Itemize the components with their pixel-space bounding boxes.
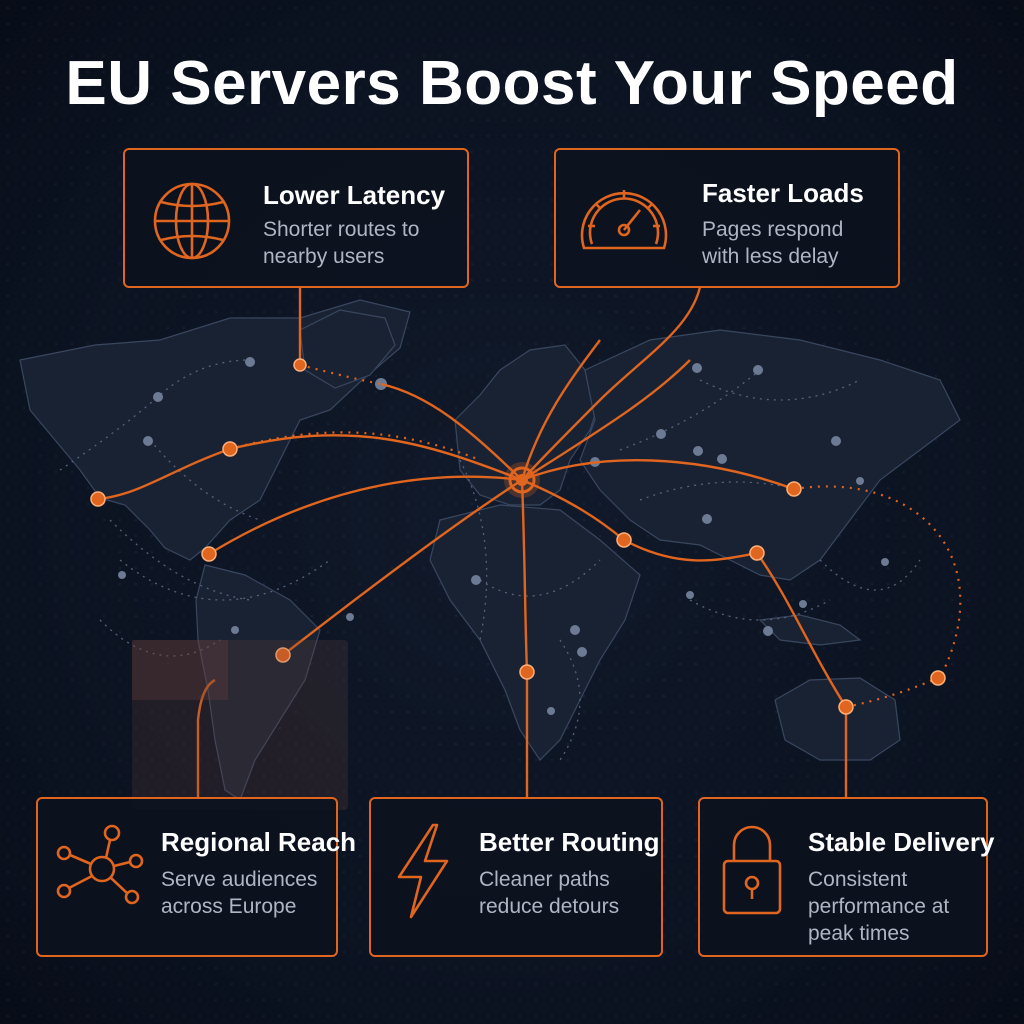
route-to-greenland — [380, 382, 523, 481]
card-lower-latency: Lower Latency Shorter routes to nearby u… — [123, 148, 469, 288]
card-heading: Lower Latency — [263, 180, 446, 210]
route-to-china — [521, 459, 795, 491]
callout-line-bottom-left — [196, 678, 216, 798]
route-to-mideast — [521, 478, 625, 541]
orange-routes — [97, 286, 848, 798]
card-better-routing: Better Routing Cleaner paths reduce deto… — [369, 797, 663, 957]
africa-shape — [429, 504, 641, 761]
europe-shape — [454, 344, 601, 506]
route-to-india — [623, 538, 758, 562]
orange-dashed-routes — [229, 363, 962, 709]
australia-shape — [774, 677, 901, 761]
route-to-africa — [520, 479, 529, 673]
south-america-shape — [195, 564, 321, 801]
background-nodes — [118, 357, 889, 715]
card-heading: Better Routing — [479, 827, 660, 857]
card-heading: Faster Loads — [702, 178, 864, 208]
route-to-russia — [521, 359, 691, 482]
card-heading: Regional Reach — [161, 827, 357, 857]
padlock-icon — [720, 821, 784, 917]
card-description: Cleaner paths reduce detours — [479, 868, 620, 918]
speedometer-icon — [574, 178, 674, 254]
continent-shapes — [19, 299, 961, 801]
card-heading: Stable Delivery — [808, 827, 995, 857]
server-watermark-tab — [132, 640, 228, 700]
route-to-caribbean — [208, 475, 523, 556]
card-regional-reach: Regional Reach Serve audiences across Eu… — [36, 797, 356, 957]
lightning-bolt-icon — [393, 821, 453, 921]
server-watermark — [132, 640, 348, 810]
eu-hub-marker — [504, 462, 540, 498]
card-description: Shorter routes to nearby users — [263, 218, 420, 268]
background-node-network — [59, 359, 921, 761]
network-hub-icon — [54, 823, 146, 913]
globe-icon — [147, 180, 237, 262]
card-stable-delivery: Stable Delivery Consistent performance a… — [698, 797, 994, 957]
route-to-northamerica-west — [97, 434, 523, 501]
card-description: Serve audiences across Europe — [161, 868, 318, 918]
card-faster-loads: Faster Loads Pages respond with less del… — [554, 148, 900, 288]
orange-nodes — [90, 358, 946, 715]
card-description: Pages respond with less delay — [702, 218, 844, 268]
route-to-north — [520, 339, 601, 481]
greenland-shape — [299, 309, 396, 389]
indonesia-shape — [758, 614, 862, 646]
page-title: EU Servers Boost Your Speed — [65, 49, 959, 118]
card-description: Consistent performance at peak times — [808, 868, 950, 945]
route-to-southamerica — [282, 478, 523, 656]
route-to-australia — [756, 552, 848, 708]
callout-line-top-right — [521, 286, 702, 481]
